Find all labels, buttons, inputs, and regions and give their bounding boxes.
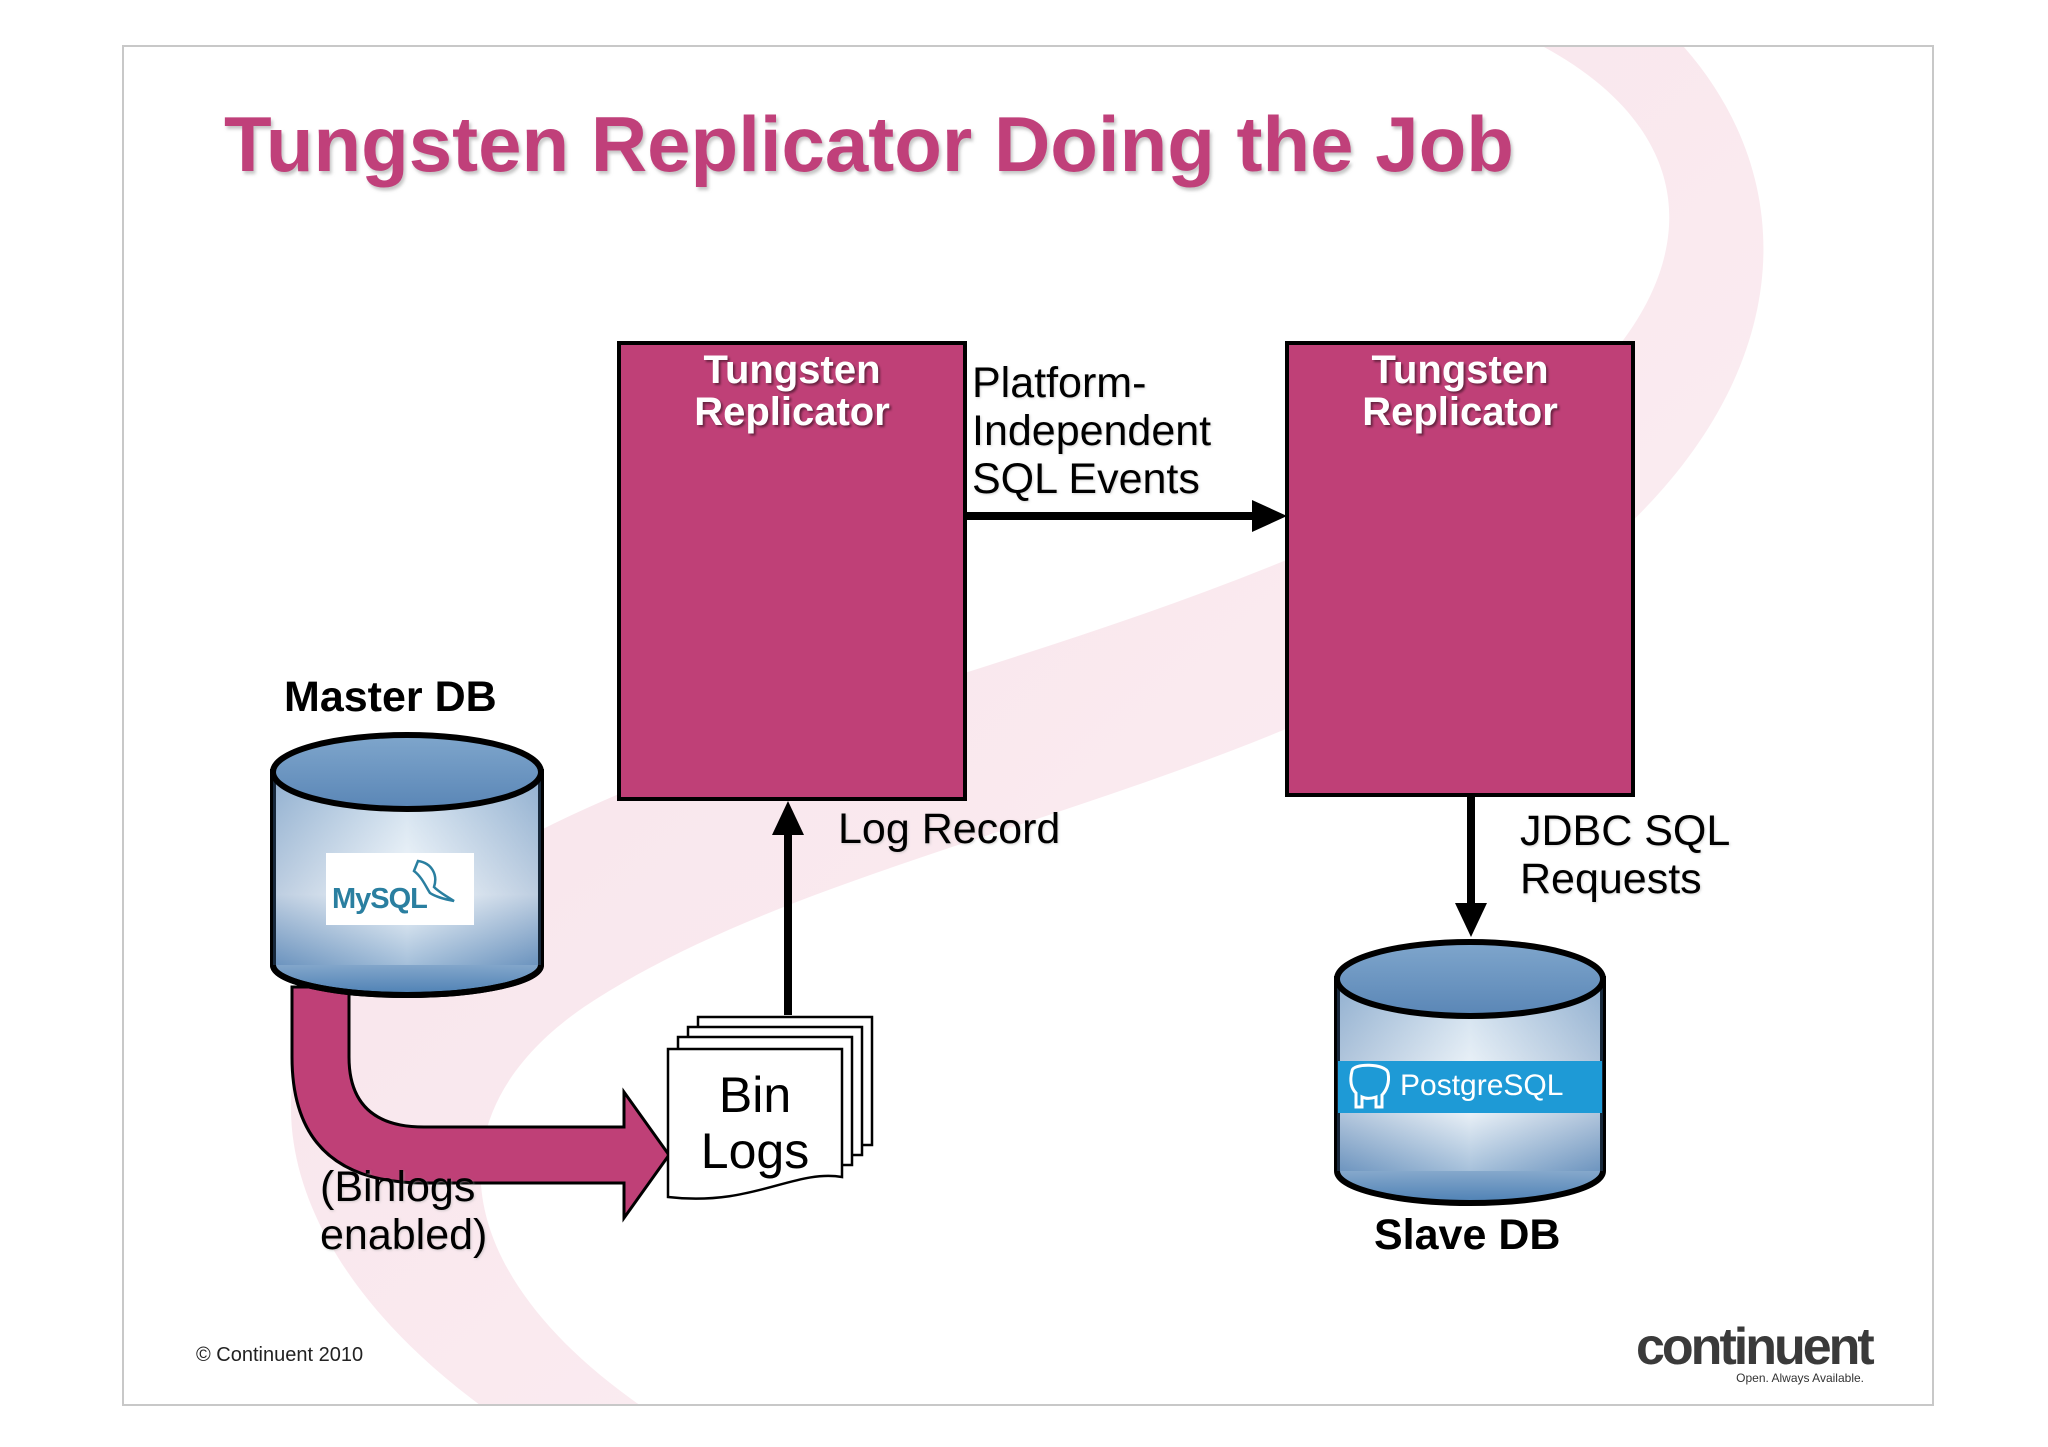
elephant-icon: [1349, 1063, 1390, 1109]
jdbc-label: JDBC SQL Requests: [1520, 807, 1730, 903]
jdbc-label-line2: Requests: [1520, 855, 1702, 903]
bin-logs-label-line2: Logs: [700, 1123, 810, 1179]
events-label: Platform- Independent SQL Events: [972, 359, 1211, 503]
slide-title: Tungsten Replicator Doing the Job: [224, 100, 1514, 188]
master-db-label: Master DB: [284, 673, 497, 721]
postgresql-logo: PostgreSQL: [1338, 1061, 1602, 1113]
replicator-box-slave: [1285, 341, 1635, 797]
postgresql-logo-text: PostgreSQL: [1400, 1069, 1564, 1102]
bin-logs-label-line1: Bin: [718, 1067, 792, 1123]
log-record-label: Log Record: [838, 805, 1061, 853]
events-label-line3: SQL Events: [972, 455, 1200, 503]
background-swoosh: [291, 47, 1764, 1404]
replicator-master-label-line1: Tungsten: [703, 348, 881, 392]
continuent-logo: continuent Open. Always Available.: [1636, 1317, 1875, 1385]
events-label-line2: Independent: [972, 407, 1212, 455]
bin-logs-label: Bin Logs: [668, 1067, 842, 1179]
binlogs-enabled-note: (Binlogs enabled): [320, 1163, 487, 1259]
diagram-canvas: [270, 341, 1635, 1223]
jdbc-arrow-head: [1455, 903, 1487, 937]
dolphin-icon: [412, 859, 455, 903]
binlog-flow-arrow: [290, 985, 671, 1223]
replicator-slave-label: Tungsten Replicator: [1287, 349, 1633, 433]
slave-db-label: Slave DB: [1374, 1211, 1561, 1259]
events-label-line1: Platform-: [972, 359, 1147, 407]
jdbc-label-line1: JDBC SQL: [1520, 807, 1731, 855]
replicator-slave-label-line2: Replicator: [1362, 390, 1558, 434]
continuent-logo-wordmark: continuent: [1636, 1318, 1875, 1376]
replicator-master-label-line2: Replicator: [694, 390, 890, 434]
events-arrow-head: [1252, 500, 1287, 532]
master-db-cylinder: [270, 732, 544, 998]
replicator-box-master: [617, 341, 967, 801]
bin-logs-document-stack: [666, 1015, 874, 1200]
slide: Tungsten Replicator Doing the Job: [122, 45, 1934, 1406]
replicator-slave-label-line1: Tungsten: [1371, 348, 1549, 392]
log-record-arrow-head: [772, 801, 804, 835]
binlogs-note-line1: (Binlogs: [320, 1163, 476, 1211]
binlogs-note-line2: enabled): [320, 1211, 488, 1259]
copyright-text: © Continuent 2010: [196, 1344, 364, 1366]
continuent-logo-tagline: Open. Always Available.: [1736, 1371, 1864, 1385]
replicator-master-label: Tungsten Replicator: [619, 349, 965, 433]
mysql-logo: MySQL: [326, 853, 474, 925]
mysql-logo-text: MySQL: [332, 883, 428, 915]
